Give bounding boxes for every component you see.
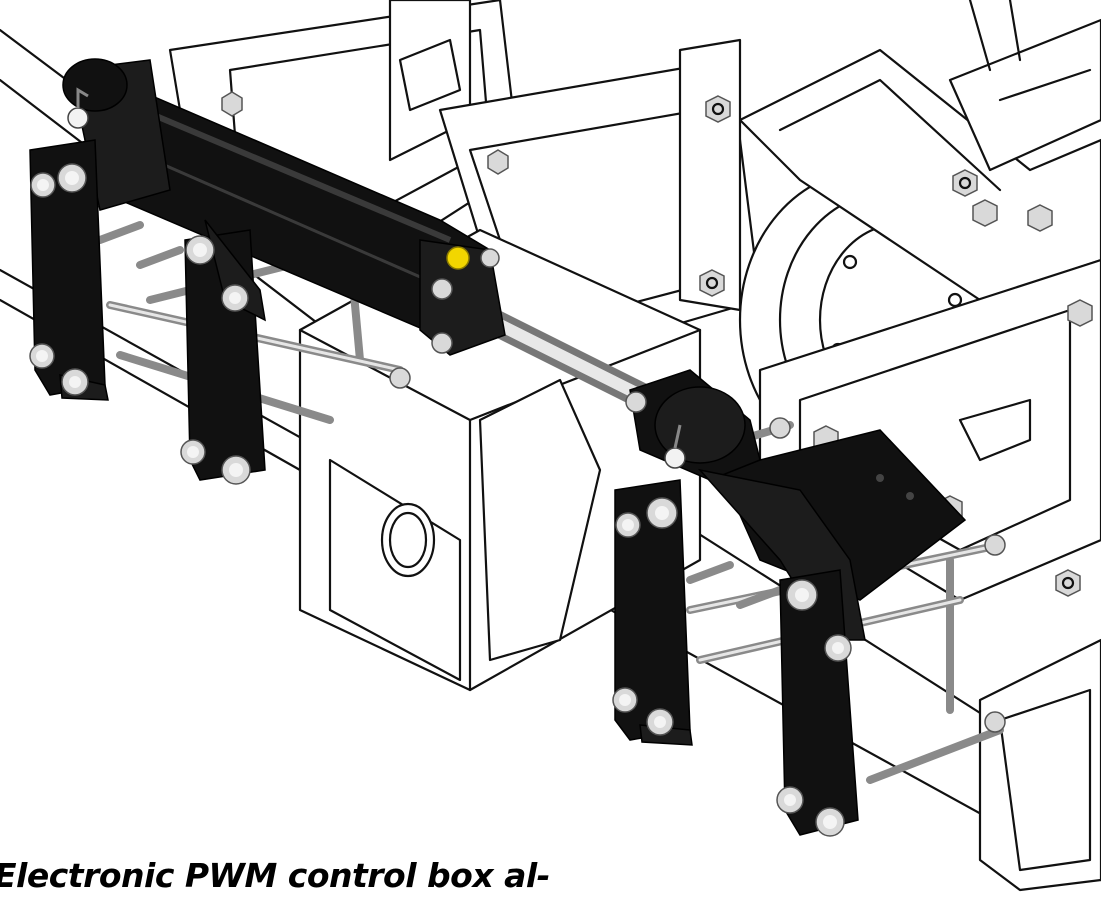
hex-bolt-icon [952,169,978,197]
hex-bolt-icon [221,91,243,117]
grease-fitting-icon [446,246,470,270]
hex-bolt-icon [1067,299,1093,327]
hex-bolt-icon [699,269,725,297]
hex-bolt-icon [1027,204,1053,232]
hex-bolt-icon [487,149,509,175]
mounting-bracket-right [612,369,1006,837]
linchpin-icon [664,424,686,469]
hex-bolt-icon [972,199,998,227]
hex-bolt-icon [1055,569,1081,597]
hydraulic-cylinder [62,58,663,413]
hex-bolt-icon [431,278,453,300]
caption-text: Electronic PWM control box al- [0,856,550,895]
hex-bolt-icon [431,332,453,354]
hex-bolt-icon [480,248,500,268]
mounting-bracket-left [29,139,411,485]
hex-bolt-icon [705,95,731,123]
linchpin-icon [67,87,89,129]
hex-bolt-icon [612,391,1006,837]
hex-bolt-icon [29,163,411,485]
